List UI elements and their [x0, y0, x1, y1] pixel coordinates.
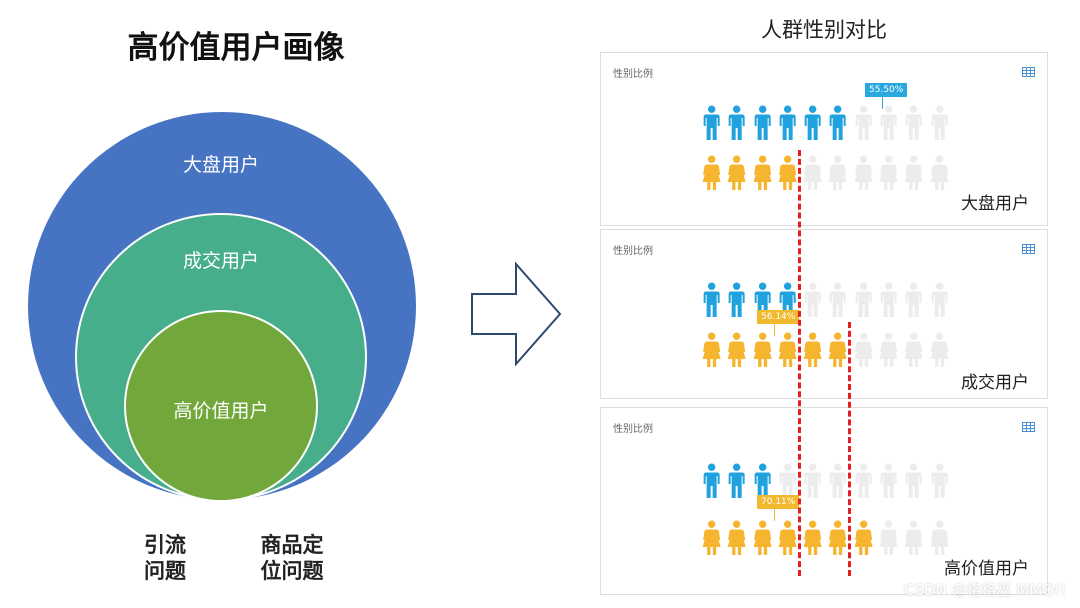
right-title: 人群性别对比: [761, 18, 887, 42]
male-person-icon: [703, 105, 720, 140]
female-person-icon: [854, 155, 873, 190]
tag-stem: [774, 509, 775, 521]
male-person-icon: [931, 282, 948, 317]
panel-high-value-users: 性别比例 70.11% 高价值用户: [600, 407, 1048, 595]
female-person-icon: [930, 332, 949, 367]
male-person-icon: [728, 105, 745, 140]
female-person-icon: [829, 332, 848, 367]
problem-traffic: 引流 问题: [144, 533, 186, 583]
male-row: [699, 282, 952, 318]
female-person-icon: [753, 332, 772, 367]
male-person-icon: [804, 105, 821, 140]
male-person-icon: [880, 105, 897, 140]
inner-circle: [124, 310, 318, 502]
male-person-icon: [754, 105, 771, 140]
female-person-icon: [727, 520, 746, 555]
female-person-icon: [905, 155, 924, 190]
female-person-icon: [854, 332, 873, 367]
female-person-icon: [753, 155, 772, 190]
female-person-icon: [803, 332, 822, 367]
male-person-icon: [880, 282, 897, 317]
female-person-icon: [905, 520, 924, 555]
male-person-icon: [855, 105, 872, 140]
male-person-icon: [754, 463, 771, 498]
middle-circle-label: 成交用户: [182, 250, 259, 272]
female-person-icon: [879, 520, 898, 555]
female-person-icon: [702, 155, 721, 190]
percentage-tag: 70.11%: [757, 495, 800, 509]
male-person-icon: [855, 282, 872, 317]
female-person-icon: [854, 520, 873, 555]
percentage-tag: 55.50%: [865, 83, 908, 97]
male-person-icon: [728, 463, 745, 498]
male-person-icon: [855, 463, 872, 498]
panel-label: 成交用户: [961, 373, 1029, 393]
panel-label: 高价值用户: [944, 559, 1029, 579]
female-person-icon: [778, 332, 797, 367]
dashed-divider-line: [848, 322, 851, 576]
female-person-icon: [930, 520, 949, 555]
problem-positioning: 商品定 位问题: [260, 533, 324, 583]
male-person-icon: [830, 282, 847, 317]
male-person-icon: [906, 463, 923, 498]
panel-chart-title: 性别比例: [613, 424, 653, 435]
male-person-icon: [906, 105, 923, 140]
female-person-icon: [879, 155, 898, 190]
female-row: [699, 332, 952, 368]
female-person-icon: [778, 155, 797, 190]
panel-buyers: 性别比例 56.14% 成交用户: [600, 229, 1048, 399]
male-person-icon: [703, 282, 720, 317]
male-person-icon: [880, 463, 897, 498]
panel-label: 大盘用户: [961, 194, 1029, 214]
male-person-icon: [830, 105, 847, 140]
female-person-icon: [702, 332, 721, 367]
female-person-icon: [778, 520, 797, 555]
arrow-right-icon: [471, 262, 562, 366]
female-person-icon: [803, 155, 822, 190]
female-person-icon: [829, 520, 848, 555]
male-row: [699, 463, 952, 499]
male-person-icon: [779, 463, 796, 498]
main-title: 高价值用户画像: [127, 30, 345, 66]
female-person-icon: [727, 155, 746, 190]
female-person-icon: [753, 520, 772, 555]
female-person-icon: [727, 332, 746, 367]
male-person-icon: [804, 463, 821, 498]
panel-chart-title: 性别比例: [613, 246, 653, 257]
table-icon[interactable]: [1022, 67, 1035, 77]
table-icon[interactable]: [1022, 422, 1035, 432]
panel-chart-title: 性别比例: [613, 69, 653, 80]
female-row: [699, 520, 952, 556]
male-person-icon: [703, 463, 720, 498]
watermark: CSDN @格格巫 MMQ!!: [903, 581, 1066, 599]
male-person-icon: [931, 105, 948, 140]
female-person-icon: [829, 155, 848, 190]
dashed-divider-line: [798, 150, 801, 576]
female-row: [699, 155, 952, 191]
outer-circle-label: 大盘用户: [182, 154, 259, 176]
female-person-icon: [702, 520, 721, 555]
male-person-icon: [779, 105, 796, 140]
male-person-icon: [906, 282, 923, 317]
male-row: [699, 105, 952, 141]
female-person-icon: [879, 332, 898, 367]
table-icon[interactable]: [1022, 244, 1035, 254]
tag-stem: [774, 324, 775, 336]
inner-circle-label: 高价值用户: [173, 400, 269, 422]
male-person-icon: [728, 282, 745, 317]
female-person-icon: [803, 520, 822, 555]
female-person-icon: [905, 332, 924, 367]
male-person-icon: [804, 282, 821, 317]
panel-all-users: 性别比例 55.50% 大盘用户: [600, 52, 1048, 226]
tag-stem: [882, 97, 883, 109]
male-person-icon: [830, 463, 847, 498]
percentage-tag: 56.14%: [757, 310, 800, 324]
female-person-icon: [930, 155, 949, 190]
male-person-icon: [931, 463, 948, 498]
